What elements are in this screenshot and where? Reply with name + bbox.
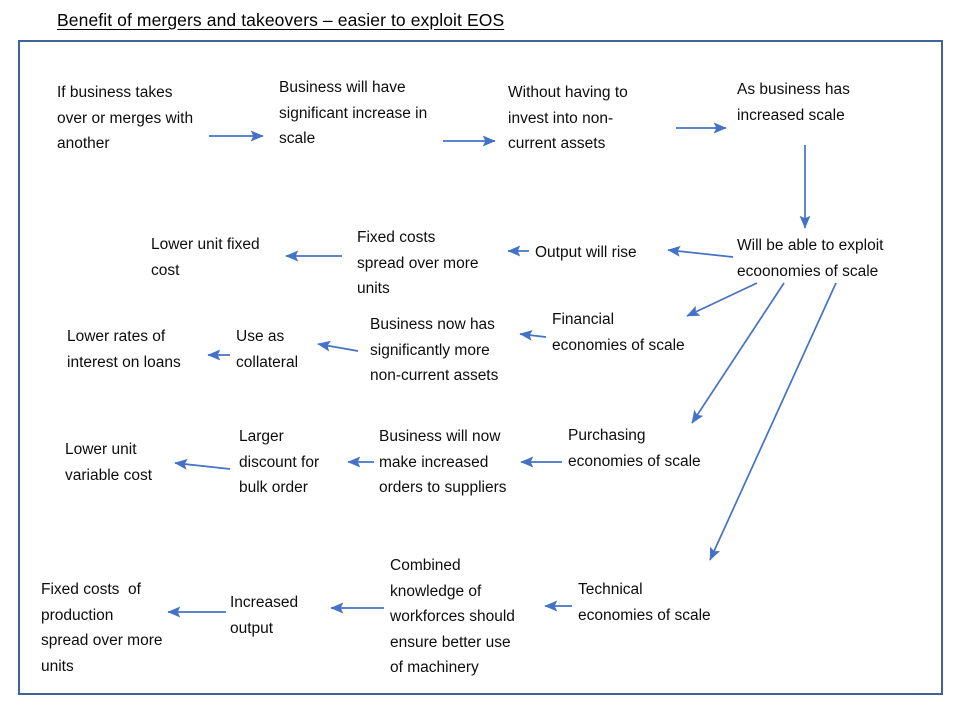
node-takeover: If business takes over or merges with an… (57, 84, 194, 152)
node-increased-orders: Business will now make increased orders … (379, 428, 507, 496)
node-fixed-spread: Fixed costs spread over more units (357, 229, 479, 297)
node-financial-eos: Financial economies of scale (552, 311, 685, 354)
node-fixed-spread-2: Fixed costs of production spread over mo… (41, 581, 163, 675)
diagram-frame (18, 40, 943, 695)
node-lower-variable: Lower unit variable cost (65, 441, 153, 484)
node-increased-output: Increased output (230, 594, 299, 637)
node-technical-eos: Technical economies of scale (578, 581, 711, 624)
node-lower-interest: Lower rates of interest on loans (67, 328, 181, 371)
node-lower-fixed: Lower unit fixed cost (151, 236, 260, 279)
node-more-nca: Business now has significantly more non-… (370, 316, 499, 384)
node-increased-scale: As business has increased scale (737, 81, 850, 124)
node-exploit-eos: Will be able to exploit ecoonomies of sc… (737, 237, 884, 280)
page-title: Benefit of mergers and takeovers – easie… (57, 10, 505, 30)
node-no-invest: Without having to invest into non- curre… (508, 84, 628, 152)
node-purchasing-eos: Purchasing economies of scale (568, 427, 701, 470)
node-bulk-discount: Larger discount for bulk order (239, 428, 320, 496)
node-combined-know: Combined knowledge of workforces should … (390, 557, 515, 676)
node-scale-increase: Business will have significant increase … (279, 79, 428, 147)
node-collateral: Use as collateral (236, 328, 299, 371)
node-output-rise: Output will rise (535, 244, 637, 261)
